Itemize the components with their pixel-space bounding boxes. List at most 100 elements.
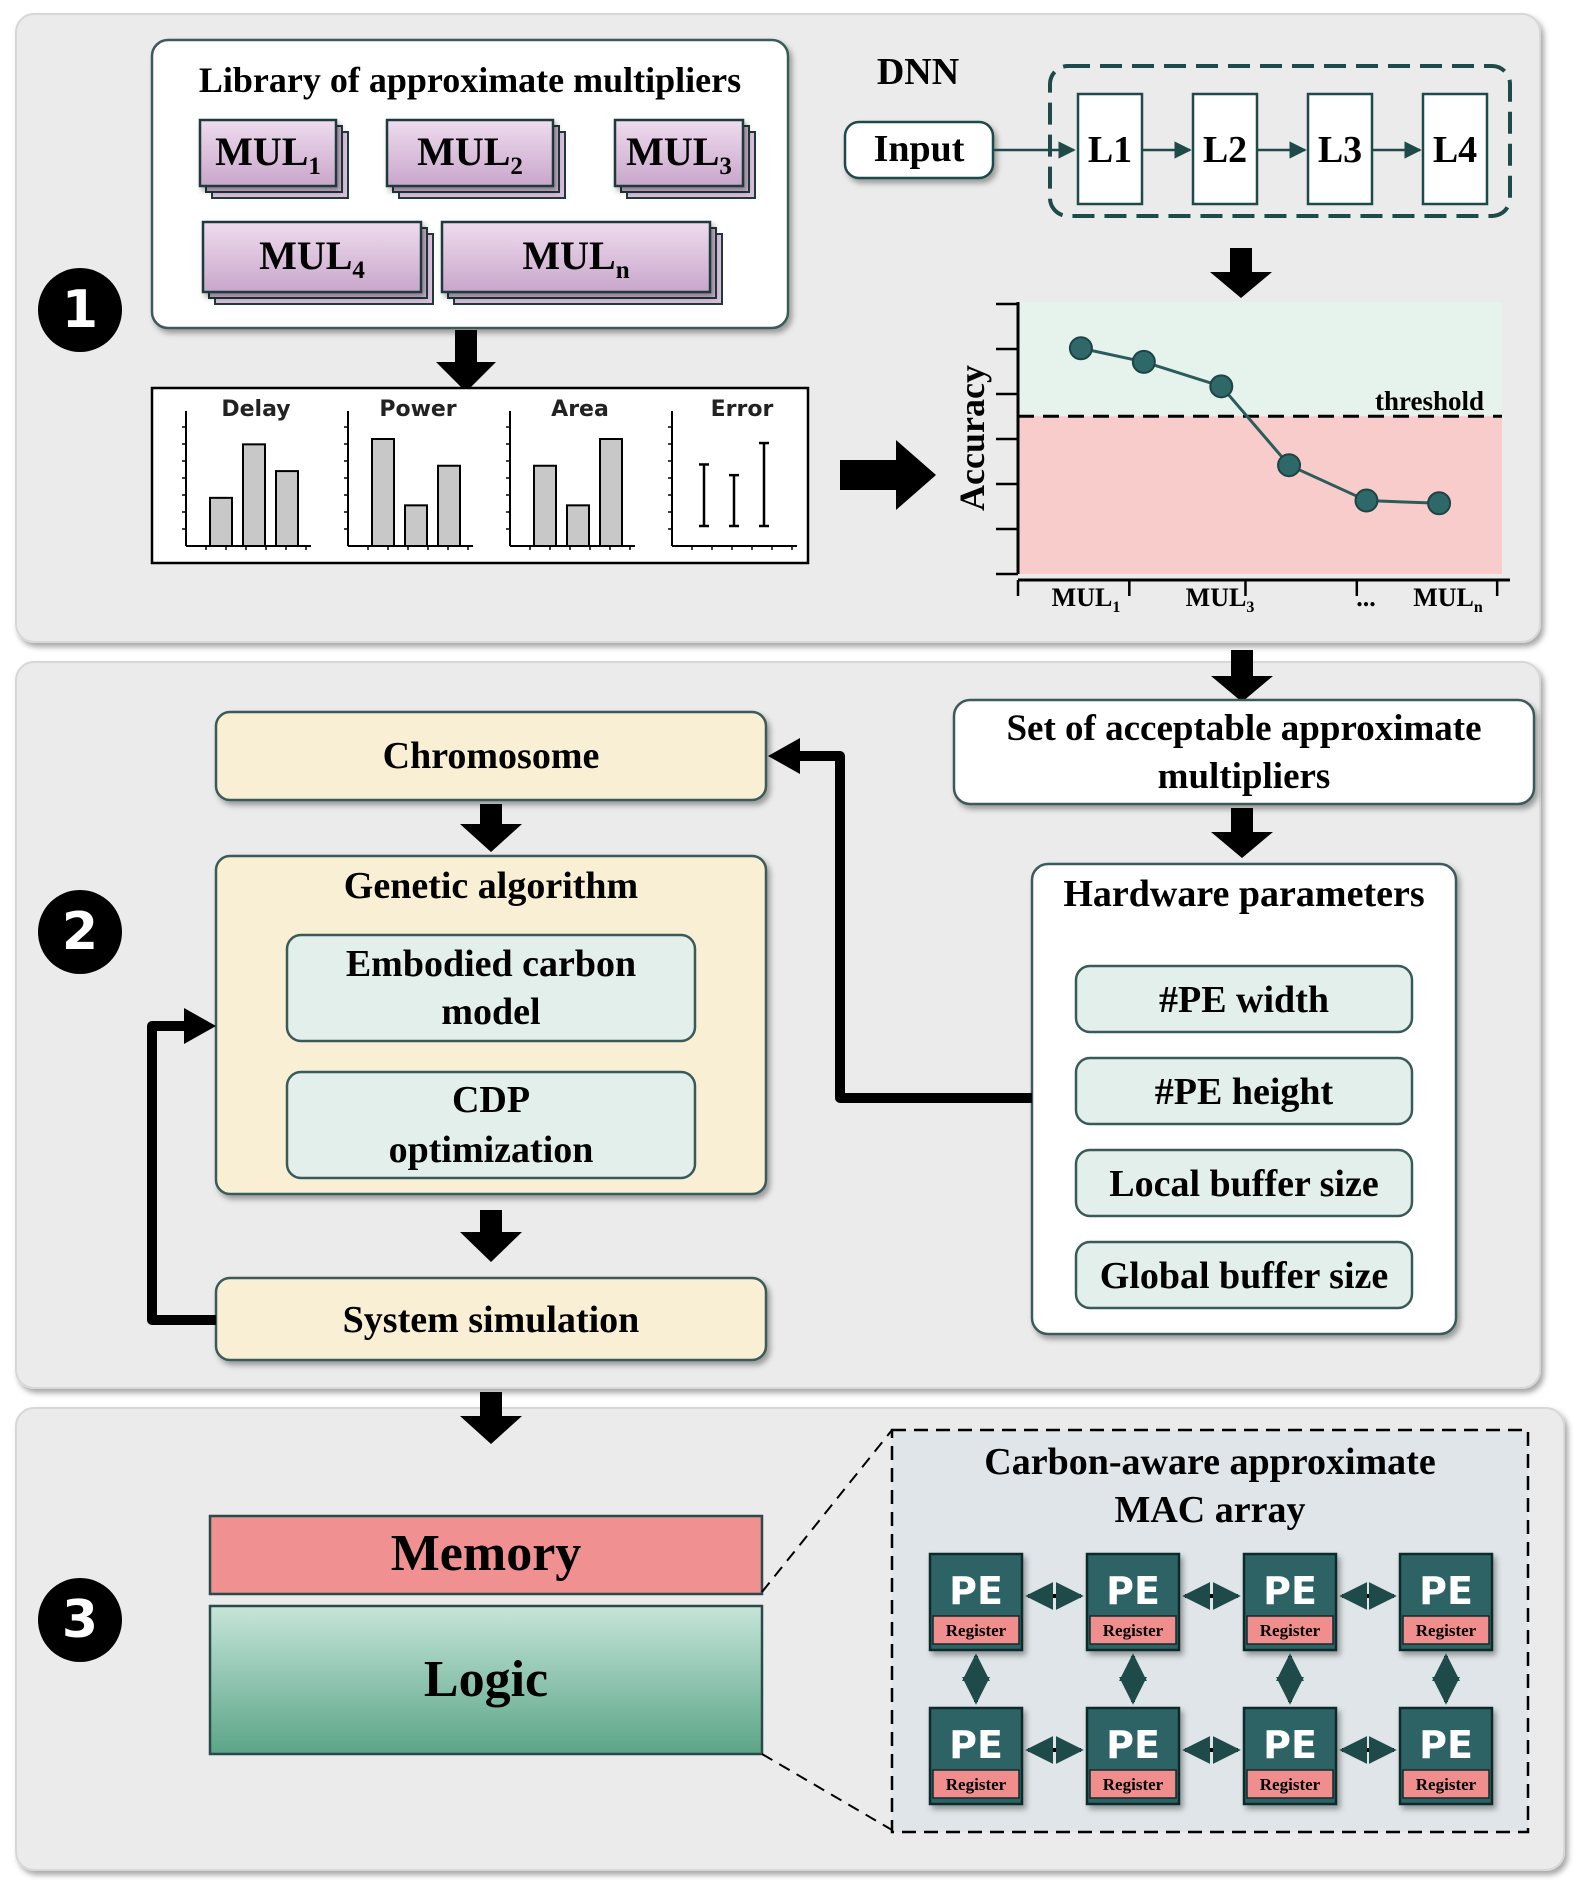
multiplier-label-5-base: MUL bbox=[522, 233, 615, 278]
metric-bar-delay-3 bbox=[275, 470, 299, 548]
step-2-badge: 2 bbox=[38, 890, 122, 974]
multiplier-label-3: MUL3 bbox=[626, 129, 732, 180]
metrics-panel: Delay Power Area Error bbox=[150, 386, 810, 565]
dnn-layer-label-4: L4 bbox=[1433, 129, 1477, 171]
arrow-chart-to-acceptable-set bbox=[1211, 650, 1273, 702]
multiplier-card-5: MULn bbox=[440, 220, 723, 305]
pe-label: PE bbox=[1106, 1569, 1160, 1613]
embodied-carbon-model-box bbox=[285, 933, 697, 1043]
embodied-carbon-line1: Embodied carbon bbox=[346, 943, 636, 985]
embodied-carbon-line2: model bbox=[441, 991, 540, 1033]
ga-title: Genetic algorithm bbox=[344, 865, 638, 907]
multiplier-card-1: MUL1 bbox=[198, 118, 349, 199]
register-label: Register bbox=[1260, 1775, 1321, 1794]
accuracy-point-1 bbox=[1068, 336, 1093, 361]
accuracy-point-3 bbox=[1209, 374, 1234, 399]
hardware-parameters-box: Hardware parameters #PE width#PE heightL… bbox=[1030, 862, 1458, 1336]
pe-label: PE bbox=[1263, 1723, 1317, 1767]
chart-x-label-3: ... bbox=[1356, 583, 1376, 612]
multiplier-label-2: MUL2 bbox=[417, 129, 523, 180]
hardware-title: Hardware parameters bbox=[1063, 873, 1424, 915]
dnn-layer-l3: L3 bbox=[1306, 92, 1422, 206]
pe-label: PE bbox=[1419, 1569, 1473, 1613]
metric-panel-power: Power bbox=[344, 397, 473, 550]
hardware-param-1: #PE width bbox=[1074, 964, 1414, 1034]
acceptable-set-line1: Set of acceptable approximate bbox=[1006, 708, 1481, 749]
rejected-region bbox=[1018, 416, 1502, 574]
metric-bar-delay-2 bbox=[242, 443, 266, 548]
multiplier-label-4-subscript: 4 bbox=[352, 257, 365, 284]
chart-x-label-4-base: MUL bbox=[1413, 583, 1474, 612]
multiplier-label-3-subscript: 3 bbox=[719, 153, 732, 180]
library-title: Library of approximate multipliers bbox=[199, 60, 741, 100]
mac-title-line1: Carbon-aware approximate bbox=[984, 1441, 1435, 1483]
register-label: Register bbox=[1103, 1775, 1164, 1794]
mac-array: Carbon-aware approximate MAC array PEReg… bbox=[890, 1428, 1530, 1834]
metric-bar-area-3 bbox=[599, 438, 623, 547]
register-label: Register bbox=[946, 1775, 1007, 1794]
system-simulation-box: System simulation bbox=[214, 1276, 768, 1362]
multiplier-label-1: MUL1 bbox=[215, 129, 321, 180]
arrow-dnn-to-chart bbox=[1210, 248, 1272, 298]
arrow-metrics-to-chart bbox=[840, 440, 936, 510]
metric-label-error: Error bbox=[711, 397, 774, 422]
metric-panel-area: Area bbox=[506, 397, 635, 550]
pe-label: PE bbox=[1419, 1723, 1473, 1767]
register-label: Register bbox=[946, 1621, 1007, 1640]
multiplier-label-2-base: MUL bbox=[417, 129, 510, 174]
arrow-simulation-to-ga bbox=[147, 1021, 216, 1325]
metric-label-area: Area bbox=[551, 397, 609, 422]
metric-errorbar-2 bbox=[729, 473, 739, 528]
dnn-layer-l2: L2 bbox=[1191, 92, 1307, 206]
cdp-optimization-box bbox=[285, 1070, 697, 1180]
step-3-number: 3 bbox=[62, 1590, 98, 1650]
dnn-layers-frame bbox=[1048, 64, 1512, 218]
multiplier-card-2: MUL2 bbox=[385, 118, 566, 199]
acceptable-set-box: Set of acceptable approximate multiplier… bbox=[952, 698, 1536, 806]
step-1-badge: 1 bbox=[38, 268, 122, 352]
zoom-line-bottom bbox=[761, 1753, 893, 1831]
accuracy-point-4 bbox=[1277, 453, 1302, 478]
dnn-layer-l4: L4 bbox=[1421, 92, 1489, 206]
metric-panel-delay: Delay bbox=[182, 397, 311, 550]
hardware-param-3: Local buffer size bbox=[1074, 1148, 1414, 1218]
memory-block bbox=[208, 1514, 764, 1596]
hardware-param-label-3: Local buffer size bbox=[1109, 1163, 1378, 1205]
multiplier-label-2-subscript: 2 bbox=[510, 153, 523, 180]
register-label: Register bbox=[1260, 1621, 1321, 1640]
system-simulation-label: System simulation bbox=[343, 1299, 640, 1341]
metric-bar-area-1 bbox=[533, 464, 557, 547]
zoom-line-top bbox=[761, 1429, 893, 1593]
arrow-hardware-to-chromosome-head bbox=[768, 738, 800, 774]
chromosome-label: Chromosome bbox=[383, 735, 600, 777]
chart-x-label-3-base: ... bbox=[1356, 583, 1376, 612]
metric-panel-error: Error bbox=[668, 397, 797, 550]
dnn-layer-label-3: L3 bbox=[1318, 129, 1362, 171]
multiplier-card-3: MUL3 bbox=[613, 118, 756, 199]
logic-label: Logic bbox=[424, 1651, 548, 1708]
accuracy-point-6 bbox=[1427, 491, 1452, 516]
chart-x-label-1-base: MUL bbox=[1052, 583, 1113, 612]
step-1-number: 1 bbox=[62, 280, 98, 340]
arrow-hardware-to-chromosome bbox=[790, 751, 1032, 1103]
pe-cell-r1-c1: PE Register bbox=[928, 1552, 1024, 1652]
metric-bar-area-2 bbox=[566, 504, 590, 547]
chromosome-box: Chromosome bbox=[214, 710, 768, 802]
pe-cell-r2-c3: PE Register bbox=[1242, 1706, 1338, 1806]
chart-x-label-2-subscript: 3 bbox=[1246, 599, 1254, 616]
metric-bar-power-2 bbox=[404, 504, 428, 547]
logic-block bbox=[208, 1604, 764, 1756]
multiplier-label-5-subscript: n bbox=[616, 257, 630, 284]
acceptable-set-line2: multipliers bbox=[1158, 756, 1331, 797]
hardware-param-label-4: Global buffer size bbox=[1100, 1255, 1389, 1297]
multiplier-label-3-base: MUL bbox=[626, 129, 719, 174]
step-2-number: 2 bbox=[62, 902, 98, 962]
hardware-param-4: Global buffer size bbox=[1074, 1240, 1414, 1310]
metric-bar-power-1 bbox=[371, 438, 395, 547]
pe-label: PE bbox=[949, 1569, 1003, 1613]
